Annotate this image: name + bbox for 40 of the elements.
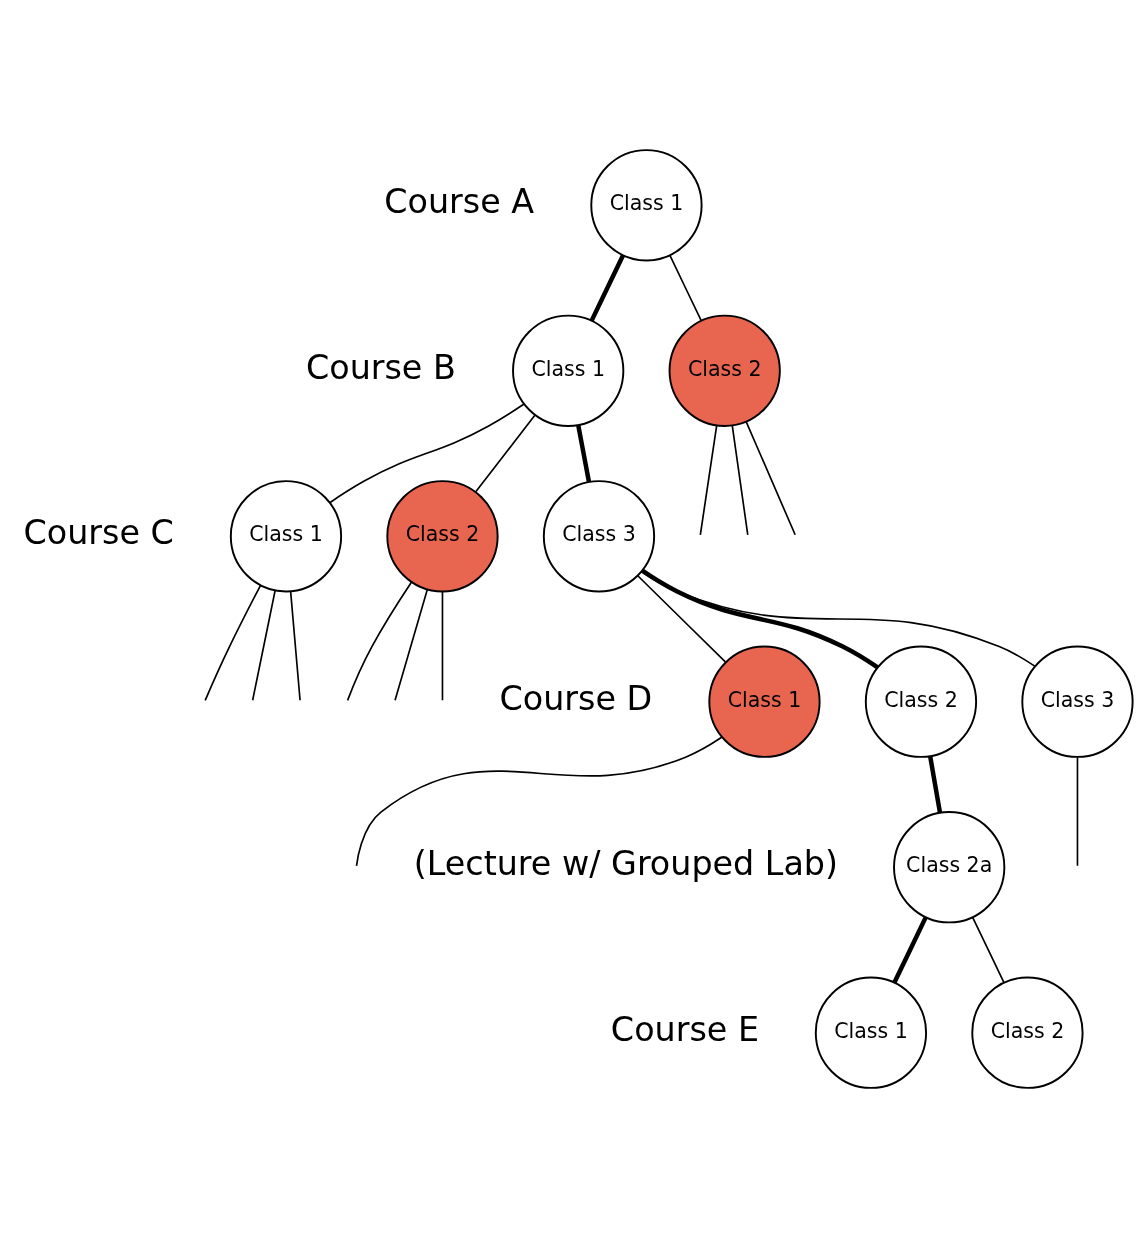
connector [892, 916, 928, 984]
connector [289, 590, 301, 702]
connector [745, 421, 796, 536]
connector [731, 425, 749, 536]
connector [474, 414, 536, 493]
node-circle: Class 2 [386, 480, 499, 593]
connector [329, 403, 525, 504]
node-circle: Class 2 [668, 314, 781, 427]
connector [355, 736, 723, 867]
node-circle: Class 1 [229, 480, 343, 593]
label: Course D [499, 678, 653, 718]
connector [669, 254, 703, 322]
connector [204, 584, 262, 702]
connector [928, 755, 943, 813]
label: Course E [610, 1009, 759, 1049]
connector [589, 254, 625, 322]
node-circle: Class 1 [590, 149, 703, 262]
connector [576, 425, 592, 482]
connector [1076, 756, 1079, 867]
node-circle: Class 3 [542, 480, 656, 593]
connector [441, 590, 444, 702]
node-circle: Class 2 [864, 645, 978, 758]
connector [394, 588, 429, 702]
node-circle: Class 2a [893, 811, 1006, 924]
node-circle: Class 1 [512, 314, 625, 427]
node-circle: Class 2 [971, 976, 1084, 1089]
node-circle: Class 3 [1021, 645, 1134, 758]
node-circle: Class 1 [708, 645, 821, 758]
connector [971, 916, 1005, 984]
connector [636, 574, 727, 663]
node-circle: Class 1 [814, 976, 928, 1089]
label: Course B [305, 347, 456, 387]
connector [699, 424, 718, 536]
connector [641, 568, 879, 670]
connector [640, 570, 1036, 668]
label: Course A [384, 182, 535, 222]
connector [346, 581, 413, 702]
label: (Lecture w/ Grouped Lab) [413, 844, 839, 884]
label: Course C [23, 513, 174, 553]
connector [251, 589, 276, 702]
